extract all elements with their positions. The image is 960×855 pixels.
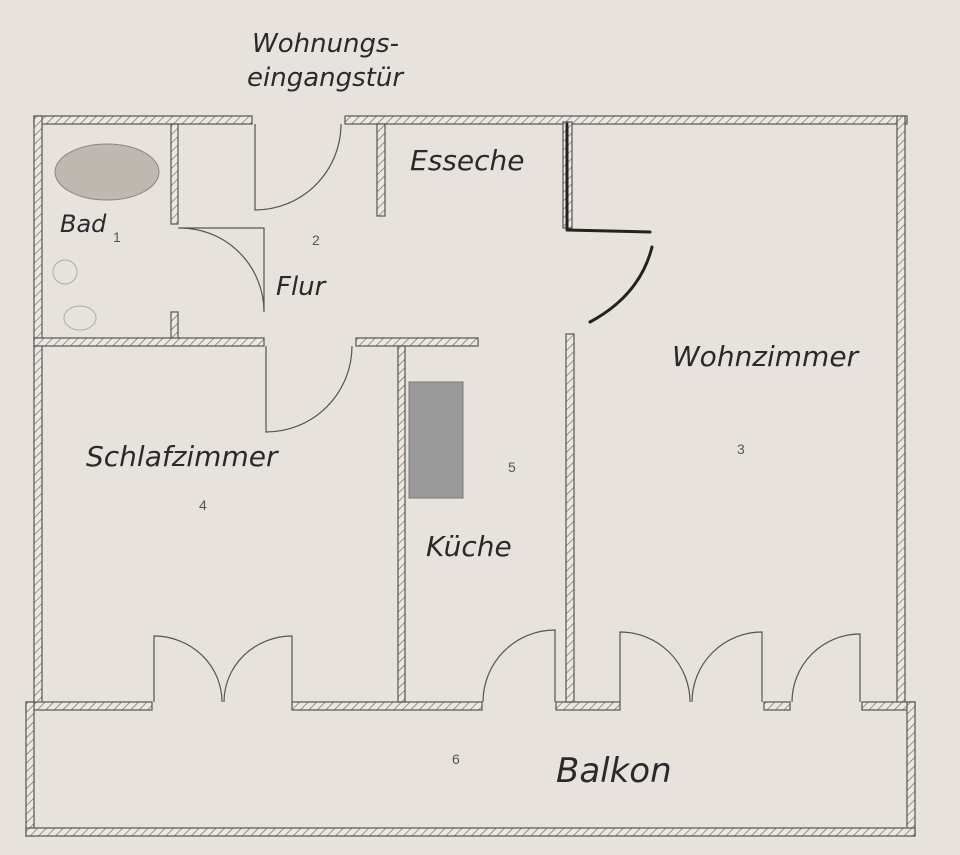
room-number-4: 4 [199, 497, 207, 513]
room-label-esseche: Esseche [410, 144, 524, 177]
room-label-wohnzimmer: Wohnzimmer [672, 340, 860, 373]
bathtub-icon [54, 143, 160, 201]
room-number-6: 6 [452, 751, 460, 767]
room-number-2: 2 [312, 232, 320, 248]
sink-icon [52, 259, 78, 285]
room-label-kueche: Küche [426, 530, 512, 563]
entrance-label-line2: eingangstür [247, 63, 405, 93]
room-number-5: 5 [508, 459, 516, 475]
room-label-balkon: Balkon [556, 751, 672, 791]
room-label-schlafzimmer: Schlafzimmer [86, 440, 279, 473]
room-number-3: 3 [737, 441, 745, 457]
entrance-label-line1: Wohnungs- [252, 29, 399, 59]
toilet-icon [63, 305, 97, 331]
wall-ink [565, 228, 652, 234]
room-label-flur: Flur [276, 272, 328, 302]
room-number-1: 1 [113, 229, 121, 245]
doors[interactable] [153, 123, 861, 703]
walls [25, 115, 916, 837]
room-label-bad: Bad [60, 210, 107, 238]
door-arc-ink [588, 245, 654, 324]
stove-icon [408, 381, 464, 499]
